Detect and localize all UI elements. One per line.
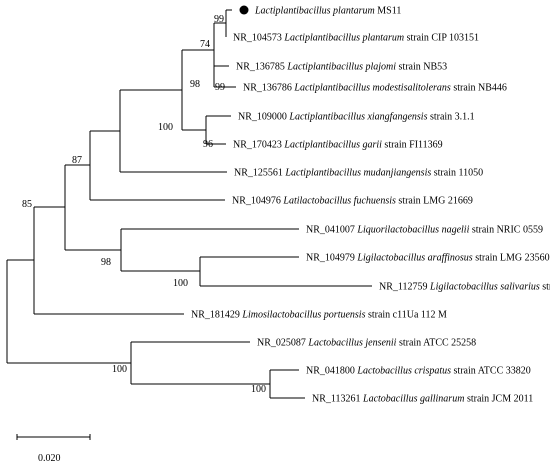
accession: NR_113261: [312, 394, 363, 405]
accession: NR_109000: [238, 112, 289, 123]
tree-branches: [6, 9, 372, 399]
bootstrap-value: 98: [190, 79, 200, 90]
accession: NR_104976: [232, 196, 283, 207]
strain-name: strain ATCC 33820: [451, 366, 531, 377]
species-name: Limosilactobacillus portuensis: [241, 310, 365, 321]
leaf-t_125561: NR_125561 Lactiplantibacillus mudanjiang…: [234, 168, 483, 179]
species-name: Lactobacillus crispatus: [356, 366, 451, 377]
taxon-label: NR_104976 Latilactobacillus fuchuensis s…: [232, 196, 473, 207]
leaf-t_109000: NR_109000 Lactiplantibacillus xiangfange…: [238, 112, 475, 123]
bootstrap-value: 99: [214, 14, 224, 25]
taxon-label: NR_136785 Lactiplantibacillus plajomi st…: [236, 62, 447, 73]
bootstrap-value: 100: [158, 122, 173, 133]
accession: NR_041007: [306, 225, 357, 236]
leaf-t_041800: NR_041800 Lactobacillus crispatus strain…: [306, 366, 531, 377]
strain-name: strain CIP 103151: [404, 33, 479, 44]
taxon-label: NR_112759 Ligilactobacillus salivarius s…: [379, 282, 550, 293]
species-name: Lactobacillus gallinarum: [362, 394, 464, 405]
accession: NR_112759: [379, 282, 430, 293]
strain-name: strain c11Ua 112 M: [365, 310, 447, 321]
species-name: Lactiplantibacillus plajomi: [286, 62, 396, 73]
taxon-label: NR_041800 Lactobacillus crispatus strain…: [306, 366, 531, 377]
species-name: Lactiplantibacillus plantarum: [254, 6, 375, 17]
accession: NR_025087: [257, 338, 308, 349]
bootstrap-value: 74: [200, 39, 210, 50]
taxon-label: Lactiplantibacillus plantarum MS11: [254, 6, 401, 17]
bootstrap-value: 99: [215, 82, 225, 93]
strain-name: strain LMG 21669: [396, 196, 473, 207]
accession: NR_104573: [233, 33, 284, 44]
leaf-t_136785: NR_136785 Lactiplantibacillus plajomi st…: [236, 62, 447, 73]
species-name: Lactiplantibacillus modestisalitolerans: [293, 83, 451, 94]
leaf-t_136786: NR_136786 Lactiplantibacillus modestisal…: [243, 83, 507, 94]
taxon-label: NR_041007 Liquorilactobacillus nagelii s…: [306, 225, 543, 236]
taxon-label: NR_181429 Limosilactobacillus portuensis…: [191, 310, 447, 321]
accession: NR_170423: [233, 140, 284, 151]
strain-name: strain JCM 1231: [540, 282, 550, 293]
strain-name: strain NB446: [451, 83, 507, 94]
taxon-label: NR_104573 Lactiplantibacillus plantarum …: [233, 33, 479, 44]
taxon-label: NR_136786 Lactiplantibacillus modestisal…: [243, 83, 507, 94]
scale-bar: 0.020: [16, 434, 91, 464]
strain-name: strain FI11369: [382, 140, 443, 151]
species-name: Ligilactobacillus salivarius: [429, 282, 540, 293]
bootstrap-value: 100: [112, 364, 127, 375]
bootstrap-values: 99 74 99 98 96 100 87 85 98 100 100 100: [22, 14, 266, 395]
taxon-label: NR_125561 Lactiplantibacillus mudanjiang…: [234, 168, 483, 179]
leaf-t_181429: NR_181429 Limosilactobacillus portuensis…: [191, 310, 447, 321]
strain-name: strain 3.1.1: [427, 112, 474, 123]
species-name: Lactiplantibacillus plantarum: [283, 33, 404, 44]
bootstrap-value: 96: [203, 139, 213, 150]
species-name: Ligilactobacillus araffinosus: [356, 253, 472, 264]
leaf-t_025087: NR_025087 Lactobacillus jensenii strain …: [257, 338, 476, 349]
accession: NR_181429: [191, 310, 242, 321]
bootstrap-value: 87: [72, 155, 82, 166]
taxon-label: NR_113261 Lactobacillus gallinarum strai…: [312, 394, 533, 405]
leaf-t_104976: NR_104976 Latilactobacillus fuchuensis s…: [232, 196, 473, 207]
strain-name: strain JCM 2011: [464, 394, 533, 405]
bootstrap-value: 85: [22, 199, 32, 210]
taxon-label: NR_025087 Lactobacillus jensenii strain …: [257, 338, 476, 349]
species-name: Lactobacillus jensenii: [307, 338, 396, 349]
scale-bar-label: 0.020: [38, 453, 61, 464]
accession: NR_041800: [306, 366, 357, 377]
bootstrap-value: 100: [251, 384, 266, 395]
species-name: Lactiplantibacillus xiangfangensis: [288, 112, 427, 123]
strain-name: strain LMG 23560: [473, 253, 550, 264]
accession: NR_104979: [306, 253, 357, 264]
strain-name: strain ATCC 25258: [396, 338, 476, 349]
taxon-label: NR_170423 Lactiplantibacillus garii stra…: [233, 140, 443, 151]
species-name: Liquorilactobacillus nagelii: [356, 225, 469, 236]
species-name: Latilactobacillus fuchuensis: [282, 196, 396, 207]
accession: NR_125561: [234, 168, 285, 179]
bootstrap-value: 98: [101, 257, 111, 268]
marker-dot-icon: [239, 5, 249, 15]
taxon-label: NR_104979 Ligilactobacillus araffinosus …: [306, 253, 550, 264]
strain-name: MS11: [375, 6, 402, 17]
strain-name: strain NB53: [396, 62, 447, 73]
leaf-t_041007: NR_041007 Liquorilactobacillus nagelii s…: [306, 225, 543, 236]
leaf-t_113261: NR_113261 Lactobacillus gallinarum strai…: [312, 394, 533, 405]
species-name: Lactiplantibacillus garii: [283, 140, 382, 151]
accession: NR_136786: [243, 83, 294, 94]
leaf-t_104979: NR_104979 Ligilactobacillus araffinosus …: [306, 253, 550, 264]
species-name: Lactiplantibacillus mudanjiangensis: [284, 168, 431, 179]
taxon-label: NR_109000 Lactiplantibacillus xiangfange…: [238, 112, 475, 123]
bootstrap-value: 100: [173, 278, 188, 289]
strain-name: strain NRIC 0559: [469, 225, 543, 236]
leaf-t_mss11: Lactiplantibacillus plantarum MS11: [239, 5, 401, 17]
strain-name: strain 11050: [431, 168, 483, 179]
leaf-t_104573: NR_104573 Lactiplantibacillus plantarum …: [233, 33, 479, 44]
tree-leaves: Lactiplantibacillus plantarum MS11NR_104…: [191, 5, 550, 405]
leaf-t_170423: NR_170423 Lactiplantibacillus garii stra…: [233, 140, 443, 151]
accession: NR_136785: [236, 62, 287, 73]
leaf-t_112759: NR_112759 Ligilactobacillus salivarius s…: [379, 282, 550, 293]
